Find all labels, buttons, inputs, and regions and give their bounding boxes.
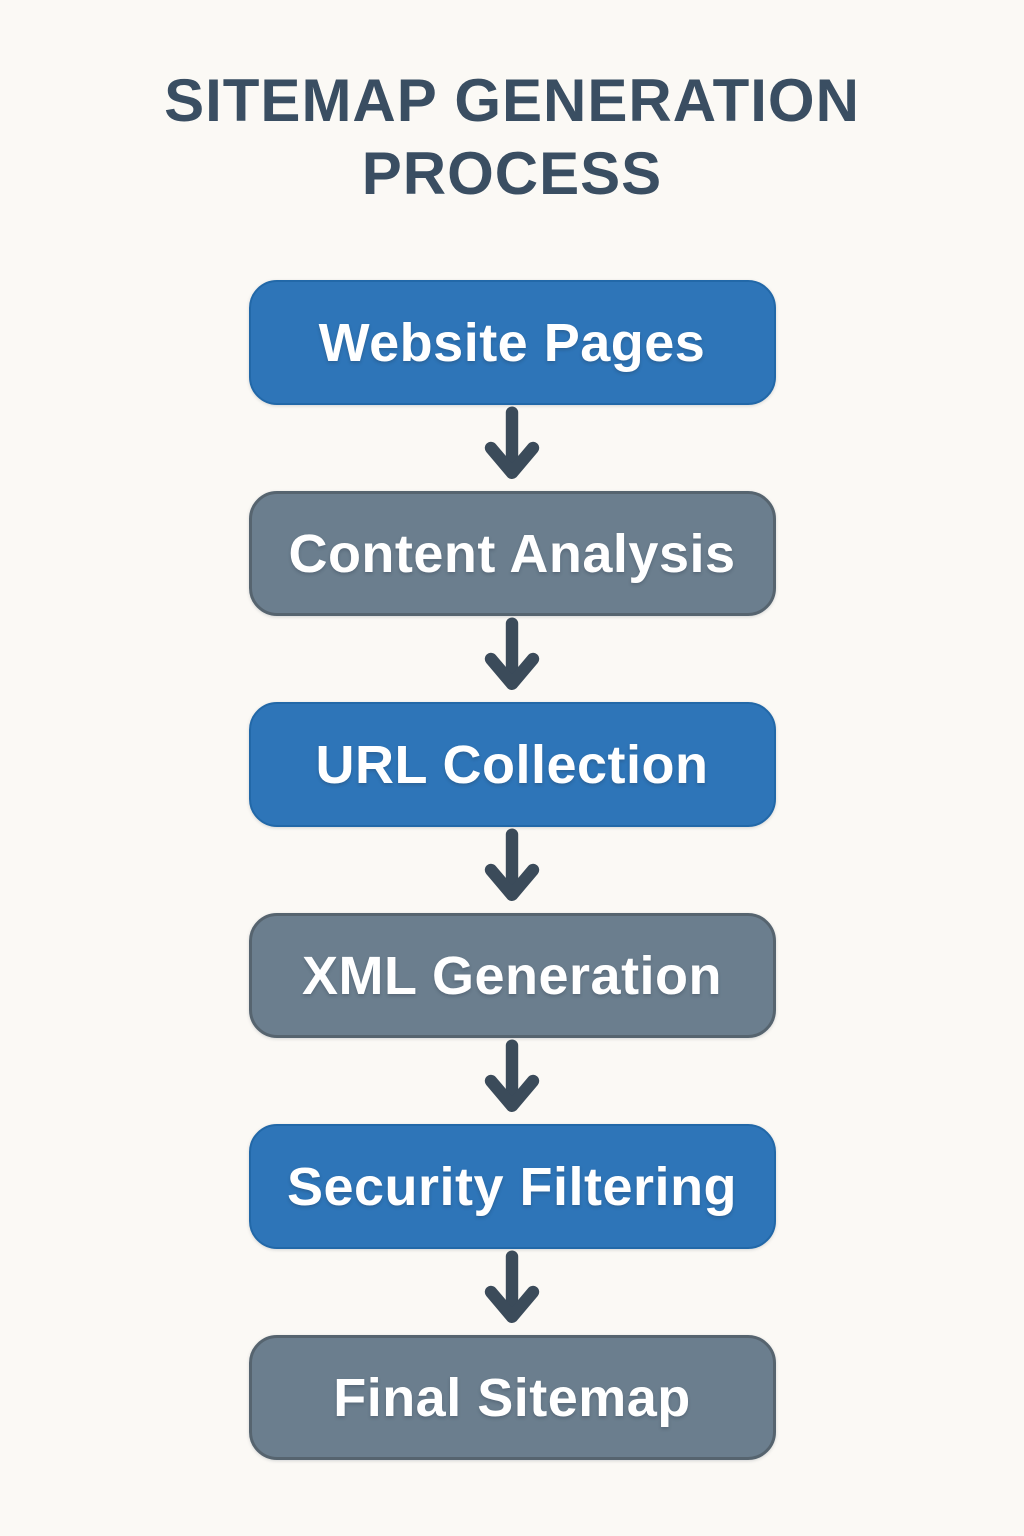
page-title: SITEMAP GENERATION PROCESS	[164, 67, 860, 208]
step-label: Content Analysis	[288, 523, 736, 584]
step-label: Final Sitemap	[333, 1367, 691, 1428]
step-website-pages: Website Pages	[248, 280, 776, 406]
down-arrow-icon	[484, 1250, 540, 1324]
step-url-collection: URL Collection	[248, 702, 776, 828]
down-arrow-icon	[484, 406, 540, 480]
flowchart: Website Pages Content Analysis URL Colle…	[248, 280, 776, 1461]
flow-connector	[476, 1038, 548, 1124]
step-content-analysis: Content Analysis	[248, 491, 776, 617]
step-label: Website Pages	[318, 312, 706, 373]
step-security-filtering: Security Filtering	[248, 1124, 776, 1250]
down-arrow-icon	[484, 828, 540, 902]
flow-connector	[476, 405, 548, 491]
step-final-sitemap: Final Sitemap	[248, 1335, 776, 1461]
step-label: Security Filtering	[286, 1156, 738, 1217]
step-label: XML Generation	[301, 945, 723, 1006]
step-xml-generation: XML Generation	[248, 913, 776, 1039]
flow-connector	[476, 616, 548, 702]
flow-connector	[476, 827, 548, 913]
down-arrow-icon	[484, 1039, 540, 1113]
flow-connector	[476, 1249, 548, 1335]
down-arrow-icon	[484, 617, 540, 691]
step-label: URL Collection	[315, 734, 709, 795]
